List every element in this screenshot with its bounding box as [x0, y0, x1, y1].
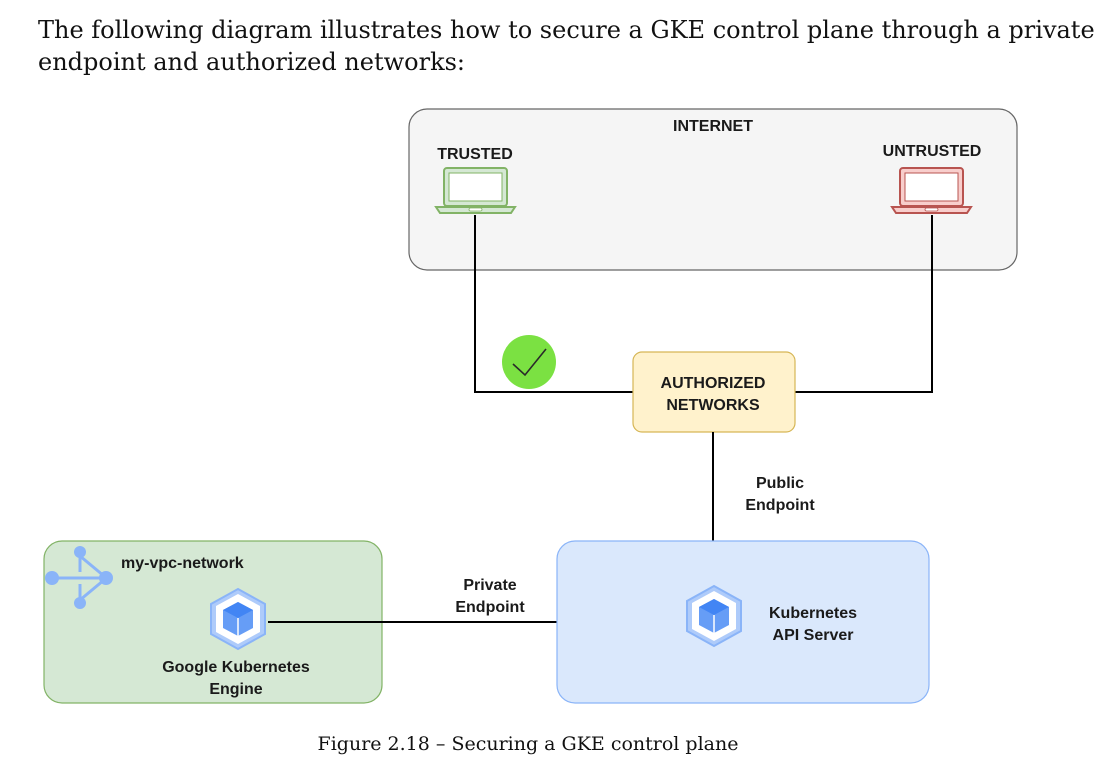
api-server-line1: Kubernetes: [769, 605, 857, 622]
vpc-network-zone: my-vpc-network Google Kubernetes Engine: [43, 540, 383, 704]
gke-label-line1: Google Kubernetes: [162, 659, 310, 676]
internet-zone: INTERNET TRUSTED UNTRUSTED: [408, 108, 1018, 271]
trusted-connector: [474, 215, 633, 393]
authorized-networks-line1: AUTHORIZED: [661, 375, 766, 392]
authorized-networks-box: AUTHORIZED NETWORKS: [632, 351, 796, 433]
public-endpoint-line2: Endpoint: [745, 497, 815, 514]
figure-caption: Figure 2.18 – Securing a GKE control pla…: [317, 733, 739, 755]
untrusted-label: UNTRUSTED: [883, 143, 982, 160]
untrusted-connector: [795, 215, 933, 393]
private-endpoint-line1: Private: [463, 577, 516, 594]
trusted-label: TRUSTED: [437, 146, 513, 163]
laptop-icon: [434, 167, 517, 214]
internet-label: INTERNET: [673, 118, 753, 135]
vpc-network-label: my-vpc-network: [121, 555, 244, 572]
api-server-zone: Kubernetes API Server: [556, 540, 930, 704]
public-endpoint-line1: Public: [756, 475, 804, 492]
authorized-networks-line2: NETWORKS: [666, 397, 760, 414]
check-icon: [502, 335, 556, 389]
api-server-line2: API Server: [773, 627, 854, 644]
kubernetes-engine-icon: [210, 587, 266, 651]
laptop-icon: [890, 167, 973, 214]
private-endpoint-line2: Endpoint: [455, 599, 525, 616]
gke-label-line2: Engine: [209, 681, 262, 698]
intro-paragraph: The following diagram illustrates how to…: [38, 16, 1095, 76]
kubernetes-engine-icon: [686, 584, 742, 648]
vpc-network-icon: [45, 546, 113, 609]
